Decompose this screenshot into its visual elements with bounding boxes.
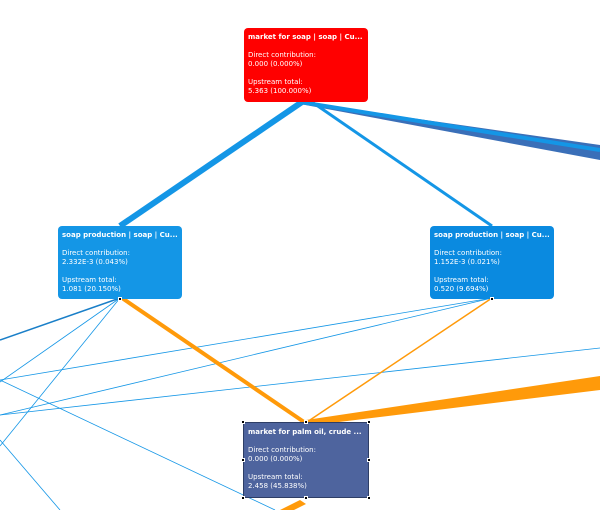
- node-title: soap production | soap | Cu...: [62, 231, 177, 239]
- direct-contribution-value: 1.152E-3 (0.021%): [434, 258, 500, 266]
- link-palm-oil-offscreen-right: [306, 376, 600, 426]
- upstream-total-value: 1.081 (20.150%): [62, 285, 121, 293]
- node-title: market for palm oil, crude ...: [248, 428, 362, 436]
- node-soap-production-right[interactable]: soap production | soap | Cu... Direct co…: [430, 226, 554, 299]
- upstream-total-value: 0.520 (9.694%): [434, 285, 489, 293]
- direct-contribution-label: Direct contribution:: [62, 249, 130, 257]
- upstream-total-label: Upstream total:: [248, 78, 303, 86]
- direct-contribution-value: 2.332E-3 (0.043%): [62, 258, 128, 266]
- link-offscreen-right-to-left: [0, 347, 600, 416]
- upstream-total-value: 5.363 (100.000%): [248, 87, 312, 95]
- link-left-offscreen-1: [0, 297, 121, 341]
- connection-handle[interactable]: [490, 297, 494, 301]
- upstream-total-label: Upstream total:: [434, 276, 489, 284]
- direct-contribution-value: 0.000 (0.000%): [248, 60, 303, 68]
- link-left-offscreen-2: [0, 297, 121, 383]
- selection-handle-bottom-right[interactable]: [367, 496, 371, 500]
- selection-handle-bottom-left[interactable]: [241, 496, 245, 500]
- selection-handle-top-left[interactable]: [241, 420, 245, 424]
- link-market-soap-to-soap-production-left: [118, 99, 304, 229]
- link-right-offscreen-2: [0, 297, 493, 416]
- selection-handle-bottom[interactable]: [304, 496, 308, 500]
- node-market-for-soap[interactable]: market for soap | soap | Cu... Direct co…: [244, 28, 368, 102]
- selection-handle-top[interactable]: [304, 420, 308, 424]
- link-soap-production-right-to-palm-oil: [306, 297, 493, 423]
- link-market-soap-offscreen-right: [300, 102, 600, 160]
- direct-contribution-label: Direct contribution:: [248, 51, 316, 59]
- direct-contribution-label: Direct contribution:: [434, 249, 502, 257]
- selection-handle-left[interactable]: [241, 458, 245, 462]
- node-title: market for soap | soap | Cu...: [248, 33, 363, 41]
- link-soap-production-left-to-palm-oil: [120, 296, 306, 424]
- link-palm-oil-offscreen-bottom: [280, 500, 306, 510]
- link-left-offscreen-3: [0, 297, 121, 447]
- direct-contribution-value: 0.000 (0.000%): [248, 455, 303, 463]
- selection-handle-right[interactable]: [367, 458, 371, 462]
- connection-handle[interactable]: [118, 297, 122, 301]
- node-title: soap production | soap | Cu...: [434, 231, 549, 239]
- node-soap-production-left[interactable]: soap production | soap | Cu... Direct co…: [58, 226, 182, 299]
- upstream-total-value: 2.458 (45.838%): [248, 482, 307, 490]
- upstream-total-label: Upstream total:: [248, 473, 303, 481]
- selection-handle-top-right[interactable]: [367, 420, 371, 424]
- direct-contribution-label: Direct contribution:: [248, 446, 316, 454]
- link-market-soap-to-soap-production-right: [311, 100, 493, 228]
- link-right-offscreen-1: [0, 297, 493, 381]
- link-offscreen-bottom-2: [0, 379, 276, 510]
- upstream-total-label: Upstream total:: [62, 276, 117, 284]
- node-market-for-palm-oil[interactable]: market for palm oil, crude ... Direct co…: [243, 422, 369, 498]
- link-market-soap-offscreen-right-2: [299, 100, 600, 152]
- link-offscreen-bottom-1: [0, 439, 61, 510]
